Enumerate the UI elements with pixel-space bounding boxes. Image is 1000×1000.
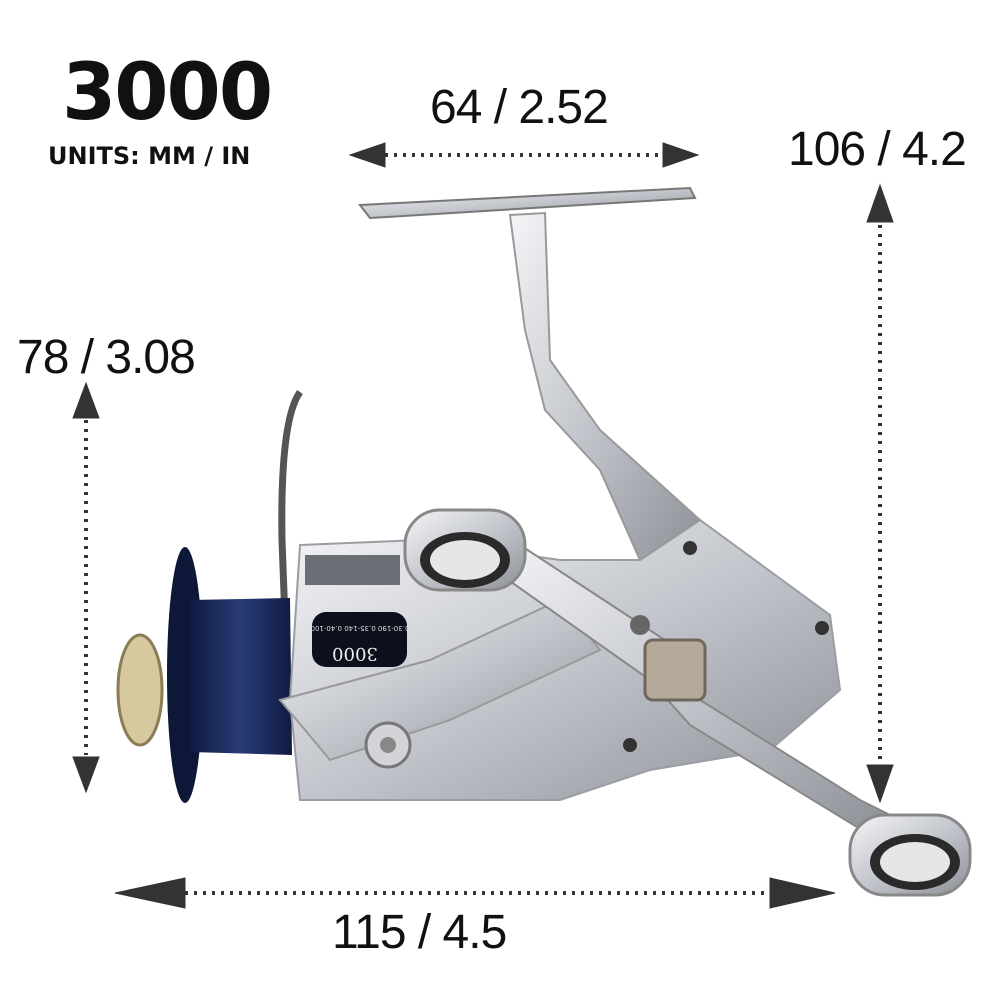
- units-label: UNITS: MM / IN: [48, 142, 251, 170]
- dimension-arrow-top: [348, 142, 700, 168]
- spool-model: 3000: [332, 643, 378, 664]
- dimension-label-total-height: 106 / 4.2: [788, 123, 967, 176]
- dimension-label-body-height: 78 / 3.08: [17, 331, 196, 384]
- handle-knob-top: [403, 508, 527, 592]
- spool: [116, 547, 292, 803]
- dimension-label-total-length: 115 / 4.5: [332, 906, 507, 959]
- dimension-arrow-bottom: [114, 877, 836, 909]
- reel-foot: [358, 186, 702, 562]
- bail-wire: [278, 389, 303, 701]
- dimension-arrow-right: [866, 183, 894, 804]
- spool-label-plate: [312, 612, 407, 667]
- spool-line-capacity: 0.30-190 0.35-140 0.40-100: [311, 624, 410, 632]
- handle-knob-bottom: [848, 813, 972, 897]
- reel-handle: [403, 508, 972, 897]
- model-title: 3000: [62, 48, 273, 138]
- dimension-arrow-left: [72, 381, 100, 794]
- dimension-label-top-width: 64 / 2.52: [430, 81, 609, 134]
